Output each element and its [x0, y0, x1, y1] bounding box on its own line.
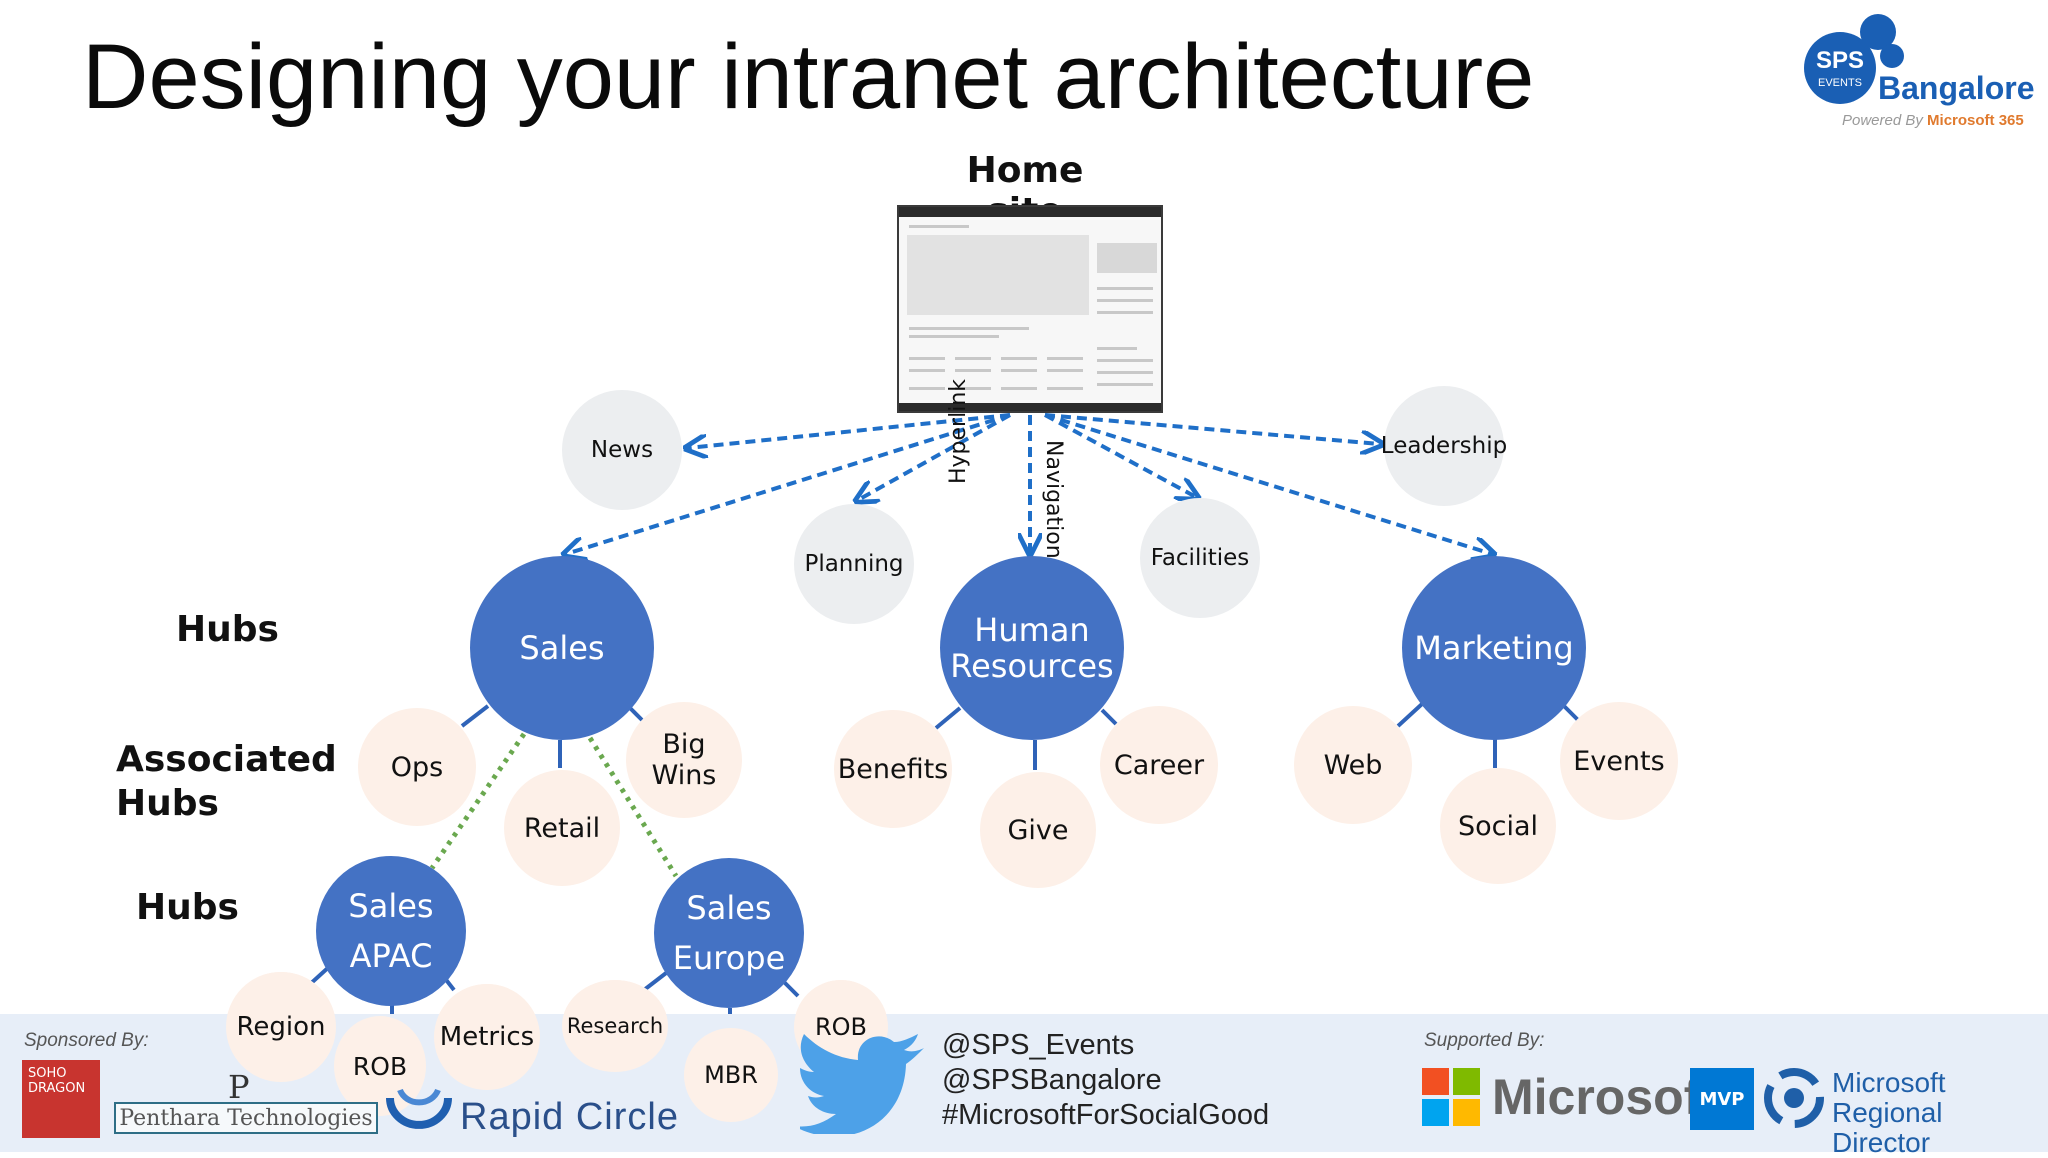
home-site-screenshot: [897, 205, 1163, 413]
assoc-web[interactable]: Web: [1294, 706, 1412, 824]
assoc-give[interactable]: Give: [980, 772, 1096, 888]
sponsored-by-label: Sponsored By:: [24, 1030, 149, 1051]
row-label-hubs-top: Hubs: [176, 609, 279, 650]
assoc-metrics-overlay: Metrics: [434, 984, 540, 1090]
assoc-ops[interactable]: Ops: [358, 708, 476, 826]
penthara-logo: Penthara Technologies: [114, 1102, 378, 1134]
assoc-retail[interactable]: Retail: [504, 770, 620, 886]
hyperlink-label: Hyperlink: [946, 378, 971, 484]
rapid-circle-logo: Rapid Circle: [460, 1096, 679, 1138]
assoc-events[interactable]: Events: [1560, 702, 1678, 820]
topic-planning[interactable]: Planning: [794, 504, 914, 624]
sps-events-text: EVENTS: [1818, 77, 1862, 89]
assoc-big-wins[interactable]: Big Wins: [626, 702, 742, 818]
navigation-label: Navigation: [1041, 440, 1066, 559]
microsoft-logo-icon: [1422, 1068, 1480, 1126]
hub-marketing[interactable]: Marketing: [1402, 556, 1586, 740]
row-label-associated-hubs: Associated Hubs: [116, 739, 337, 824]
mvp-badge: MVP: [1690, 1068, 1754, 1130]
regional-director-text: Microsoft Regional Director: [1832, 1067, 1946, 1158]
sps-text: SPS: [1816, 47, 1864, 74]
sps-logo-icon: SPS EVENTS: [1804, 14, 1904, 104]
row-label-hubs-bottom: Hubs: [136, 887, 239, 928]
topic-news[interactable]: News: [562, 390, 682, 510]
assoc-social[interactable]: Social: [1440, 768, 1556, 884]
soho-dragon-logo: SOHO DRAGON: [22, 1060, 100, 1138]
assoc-mbr-overlay: MBR: [684, 1028, 778, 1122]
topic-facilities[interactable]: Facilities: [1140, 498, 1260, 618]
assoc-rob-apac-overlay: ROB: [334, 1016, 426, 1116]
assoc-region-overlay: Region: [226, 972, 336, 1082]
assoc-research-overlay: Research: [562, 980, 668, 1072]
topic-leadership[interactable]: Leadership: [1381, 386, 1507, 506]
regional-director-icon: [1764, 1068, 1824, 1128]
rapid-circle-icon: [386, 1088, 452, 1129]
penthara-logo-mark: P: [228, 1068, 250, 1106]
microsoft-wordmark: Microsoft: [1492, 1069, 1717, 1125]
supported-by-label: Supported By:: [1424, 1030, 1545, 1051]
sps-city: Bangalore: [1878, 70, 2035, 106]
social-handles: @SPS_Events @SPSBangalore #MicrosoftForS…: [942, 1029, 1270, 1131]
assoc-career[interactable]: Career: [1100, 706, 1218, 824]
hub-sales[interactable]: Sales: [470, 556, 654, 740]
twitter-bird-icon: [800, 1034, 924, 1134]
sps-powered-by: Powered By Microsoft 365: [1842, 112, 2024, 129]
assoc-benefits[interactable]: Benefits: [834, 710, 952, 828]
page-title: Designing your intranet architecture: [82, 26, 1535, 128]
